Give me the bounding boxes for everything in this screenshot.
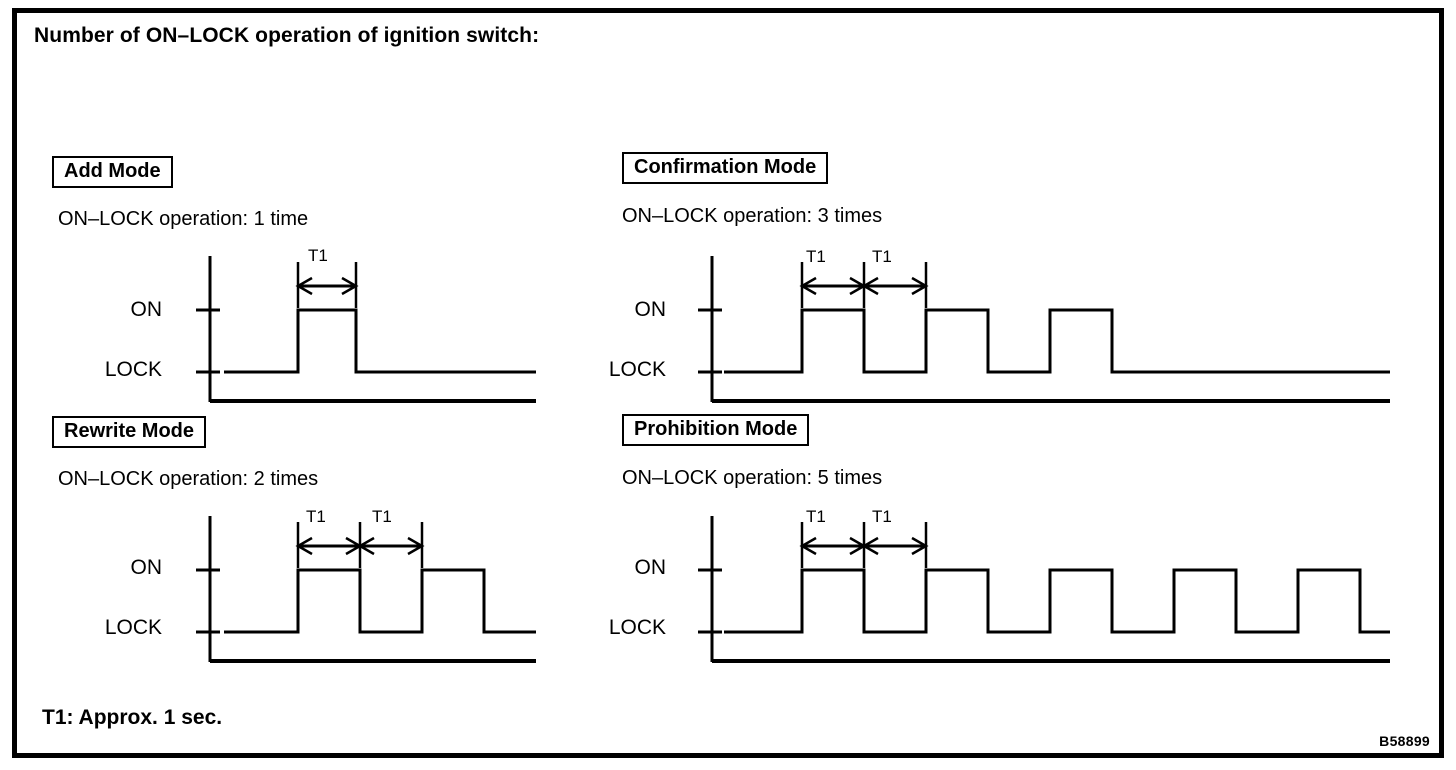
mode-label-add-mode: Add Mode bbox=[52, 156, 173, 188]
t1-label-rewrite-mode-2: T1 bbox=[372, 507, 392, 526]
waveform-rewrite-mode bbox=[180, 510, 560, 670]
waveform-confirmation-mode bbox=[684, 250, 1414, 410]
mode-label-confirmation-mode: Confirmation Mode bbox=[622, 152, 829, 184]
subtitle-confirmation-mode: ON–LOCK operation: 3 times bbox=[622, 205, 883, 227]
axis-label-on-add-mode: ON bbox=[130, 298, 163, 321]
page-title: Number of ON–LOCK operation of ignition … bbox=[34, 24, 540, 47]
t1-label-prohibition-mode-1: T1 bbox=[806, 507, 826, 526]
subtitle-rewrite-mode: ON–LOCK operation: 2 times bbox=[58, 468, 319, 490]
t1-label-confirmation-mode-2: T1 bbox=[872, 247, 892, 266]
mode-label-prohibition-mode: Prohibition Mode bbox=[622, 414, 810, 446]
axis-label-on-rewrite-mode: ON bbox=[130, 556, 163, 579]
footnote-t1: T1: Approx. 1 sec. bbox=[42, 706, 223, 729]
axis-label-on-confirmation-mode: ON bbox=[634, 298, 667, 321]
axis-label-lock-rewrite-mode: LOCK bbox=[104, 616, 162, 639]
axis-label-lock-confirmation-mode: LOCK bbox=[608, 358, 666, 381]
waveform-prohibition-mode bbox=[684, 510, 1414, 670]
t1-label-add-mode-1: T1 bbox=[308, 246, 328, 265]
subtitle-add-mode: ON–LOCK operation: 1 time bbox=[58, 208, 309, 230]
t1-label-rewrite-mode-1: T1 bbox=[306, 507, 326, 526]
mode-label-rewrite-mode: Rewrite Mode bbox=[52, 416, 207, 448]
t1-label-prohibition-mode-2: T1 bbox=[872, 507, 892, 526]
t1-label-confirmation-mode-1: T1 bbox=[806, 247, 826, 266]
subtitle-prohibition-mode: ON–LOCK operation: 5 times bbox=[622, 467, 883, 489]
axis-label-on-prohibition-mode: ON bbox=[634, 556, 667, 579]
axis-label-lock-prohibition-mode: LOCK bbox=[608, 616, 666, 639]
reference-code: B58899 bbox=[1379, 733, 1430, 749]
axis-label-lock-add-mode: LOCK bbox=[104, 358, 162, 381]
waveform-add-mode bbox=[180, 250, 560, 410]
